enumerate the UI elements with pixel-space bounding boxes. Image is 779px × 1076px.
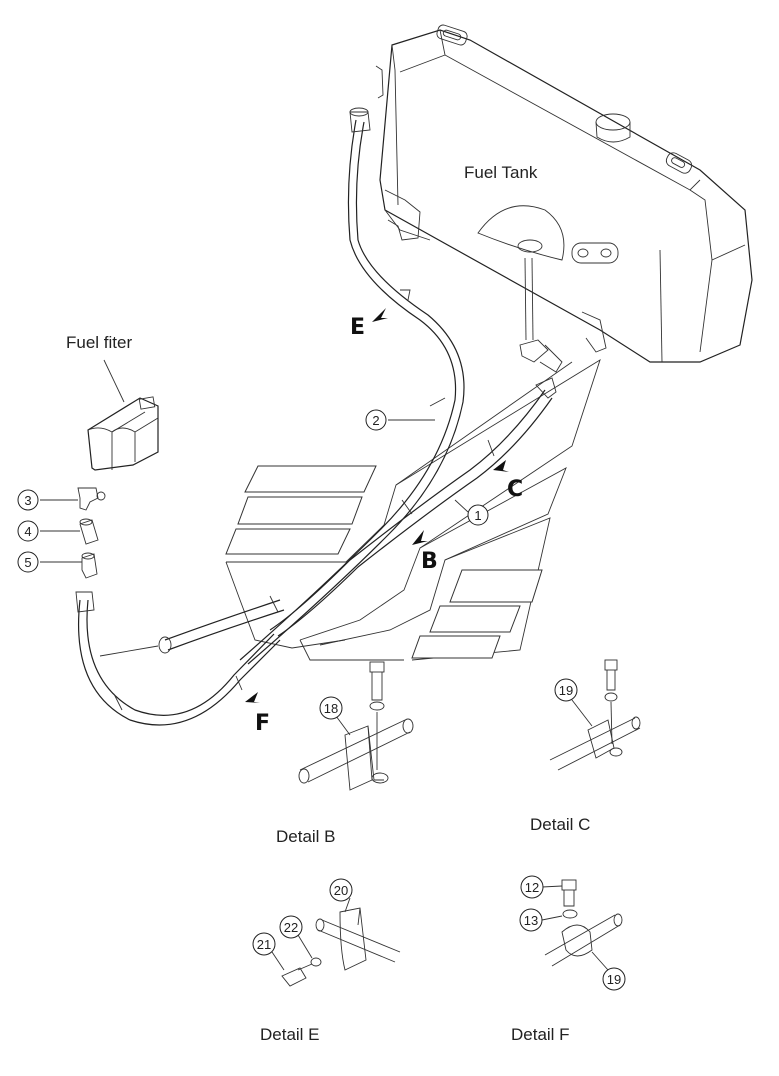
svg-text:5: 5 (24, 555, 31, 570)
svg-text:13: 13 (524, 913, 538, 928)
callout-18: 18 (319, 696, 343, 720)
svg-text:3: 3 (24, 493, 31, 508)
callout-2: 2 (365, 409, 387, 431)
detail-e-drawing (271, 897, 401, 987)
callout-1: 1 (467, 504, 489, 526)
callout-4: 4 (17, 520, 39, 542)
fuel-filter-label: Fuel fiter (66, 333, 132, 352)
callout-3: 3 (17, 489, 39, 511)
view-letter-b: B (421, 549, 438, 574)
callout-5: 5 (17, 551, 39, 573)
detail-f-label: Detail F (511, 1025, 570, 1044)
callout-13: 13 (519, 908, 543, 932)
leader-lines (99, 419, 469, 657)
svg-text:22: 22 (284, 920, 298, 935)
svg-text:19: 19 (607, 972, 621, 987)
callout-22: 22 (279, 915, 303, 939)
svg-text:20: 20 (334, 883, 348, 898)
callout-19-detail-f: 19 (602, 967, 626, 991)
fuel-tank-drawing (375, 24, 753, 373)
callout-20: 20 (329, 878, 353, 902)
detail-c-drawing (549, 659, 641, 771)
detail-f-drawing (541, 879, 623, 971)
svg-text:19: 19 (559, 683, 573, 698)
callout-19-detail-c: 19 (554, 678, 578, 702)
detail-c-label: Detail C (530, 815, 590, 834)
detail-e-label: Detail E (260, 1025, 320, 1044)
view-letter-e: E (350, 315, 365, 340)
svg-text:21: 21 (257, 937, 271, 952)
frame-panels (225, 358, 601, 661)
svg-text:4: 4 (24, 524, 31, 539)
svg-text:2: 2 (372, 413, 379, 428)
view-letter-c: C (507, 477, 523, 502)
view-letter-f: F (255, 711, 270, 736)
callout-21: 21 (252, 932, 276, 956)
view-arrows (245, 308, 509, 703)
fuel-filter-drawing (87, 359, 159, 471)
fuel-tank-label: Fuel Tank (464, 163, 538, 182)
detail-b-label: Detail B (276, 827, 336, 846)
fuel-hoses (75, 107, 557, 726)
svg-text:18: 18 (324, 701, 338, 716)
svg-text:12: 12 (525, 880, 539, 895)
callout-12: 12 (520, 875, 544, 899)
detail-b-drawing (298, 661, 414, 791)
svg-text:1: 1 (474, 508, 481, 523)
fitting-parts (40, 487, 106, 579)
